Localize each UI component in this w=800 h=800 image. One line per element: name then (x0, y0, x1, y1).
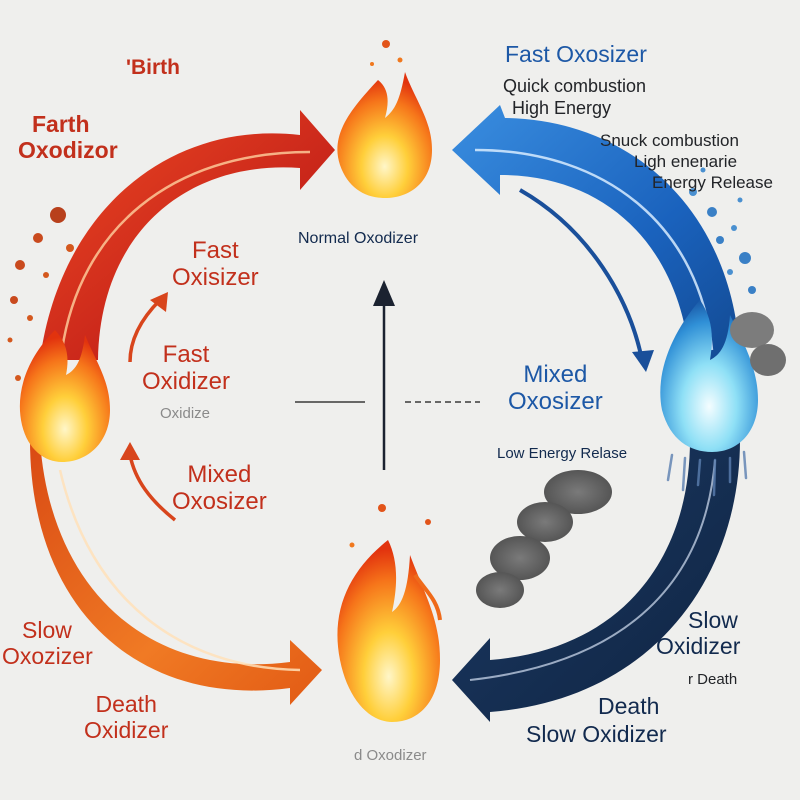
bottom-oxodizer-label: d Oxodizer (354, 747, 427, 764)
quick-combustion-label: Quick combustion (503, 76, 647, 96)
slow-oxozizer-line2: Oxozizer (2, 642, 93, 669)
death-oxidizer-left-line1: Death (95, 691, 157, 717)
slow-oxidizer-right-line2: Oxidizer (656, 632, 741, 659)
slow-oxozizer-line1: Slow (22, 617, 72, 643)
arrow-up-icon (373, 280, 395, 306)
fast-oxisizer-line1: Fast (191, 237, 239, 264)
flame-icon (337, 504, 442, 722)
death-oxidizer-left-line2: Oxidizer (84, 716, 169, 743)
blue-arrow-highlight (474, 148, 714, 351)
mixed-oxosizer-right-line1: Mixed (523, 361, 588, 388)
death-oxidizer-left-label: Death Oxidizer (84, 691, 169, 744)
fast-oxosizer-top-label: Fast Oxosizer (505, 41, 647, 67)
slow-oxidizer-right-label: Slow Oxidizer (656, 607, 741, 660)
faded-oxidize-label: Oxidize (160, 405, 211, 422)
flame-icon (19, 330, 110, 462)
ligh-enenarie-label: Ligh enenarie (634, 152, 738, 171)
red-arrow-highlight (60, 150, 311, 351)
blue-cycle-arrow (452, 105, 740, 360)
high-energy-label: High Energy (512, 98, 612, 118)
death-right-label: Death (598, 693, 660, 719)
small-red-arrow-lower (128, 454, 177, 522)
low-energy-release-label: Low Energy Relase (497, 445, 628, 462)
slow-oxozizer-label: Slow Oxozizer (2, 617, 93, 670)
fast-oxidizer-line1: Fast (162, 341, 210, 368)
snuck-combustion-label: Snuck combustion (600, 131, 739, 150)
small-red-arrowhead-upper (150, 292, 168, 312)
fast-oxisizer-line2: Oxisizer (172, 263, 259, 291)
ember-icon (7, 207, 74, 381)
small-red-arrow-upper (128, 298, 162, 363)
navy-cycle-arrow (452, 440, 740, 722)
droplet-icon (689, 167, 756, 294)
slow-oxidizer-bottom-label: Slow Oxidizer (526, 721, 667, 747)
fast-oxisizer-label: Fast Oxisizer (172, 237, 259, 292)
blue-inner-arrow (519, 188, 644, 361)
mixed-oxosizer-right-label: Mixed Oxosizer (508, 361, 603, 416)
slow-oxidizer-right-line1: Slow (688, 607, 738, 633)
farth-oxodizor-label: Farth Oxodizor (18, 111, 118, 164)
energy-release-label: Energy Release (652, 173, 773, 192)
orange-cycle-arrow (30, 440, 322, 705)
farth-oxodizor-line2: Oxodizor (18, 136, 118, 163)
mixed-oxosizer-left-line2: Oxosizer (172, 487, 267, 515)
mixed-oxosizer-right-line2: Oxosizer (508, 387, 603, 415)
small-death-label: r Death (688, 671, 738, 688)
normal-oxodizer-label: Normal Oxodizer (298, 230, 419, 247)
small-red-arrowhead-lower (120, 442, 140, 460)
birth-label: 'Birth (126, 56, 180, 79)
fast-oxidizer-line2: Oxidizer (142, 367, 231, 395)
smoke-icon (476, 470, 612, 608)
farth-oxodizor-line1: Farth (32, 111, 90, 137)
fast-oxidizer-label: Fast Oxidizer (142, 341, 231, 396)
mixed-oxosizer-left-label: Mixed Oxosizer (172, 461, 267, 516)
orange-arrow-highlight (58, 469, 301, 672)
smoke-icon (730, 312, 786, 376)
flame-icon (337, 40, 432, 198)
mixed-oxosizer-left-line1: Mixed (187, 461, 252, 488)
red-cycle-arrow (40, 110, 335, 360)
navy-arrow-highlight (469, 459, 716, 681)
blue-inner-arrowhead (632, 350, 654, 372)
